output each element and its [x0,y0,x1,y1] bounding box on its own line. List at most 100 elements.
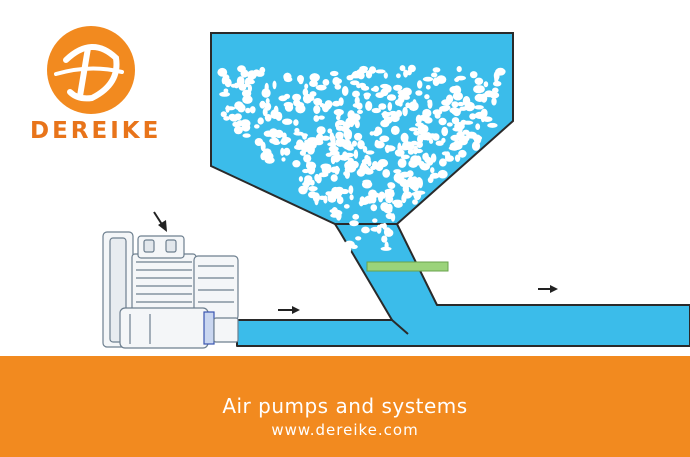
particle [347,116,356,123]
rotary-valve [366,261,449,272]
particle [313,105,321,114]
particle [264,114,272,122]
particle [496,68,504,74]
particle [390,125,400,135]
particle [432,67,441,73]
particle [439,158,447,167]
particle [454,154,461,162]
particle [400,132,409,143]
particle [281,157,286,162]
particle [352,213,360,220]
particle [340,188,349,195]
particle [343,143,354,150]
particle [399,65,406,72]
particle [361,180,373,189]
particle [396,73,401,79]
particle [333,153,341,162]
particle [229,115,239,122]
particle [385,144,390,154]
particle [280,147,285,156]
particle [236,76,245,86]
brand-name: DEREIKE [30,118,162,144]
particle [469,113,477,120]
particle [384,241,389,250]
particle [375,140,383,146]
particle [438,117,447,126]
particle [327,100,332,107]
particle [219,91,231,97]
particle [370,204,378,212]
particle [491,97,497,106]
particle [422,76,434,82]
particle [283,72,292,82]
particle [449,86,460,94]
particle [302,168,310,174]
particle [283,147,291,156]
particle [253,124,260,129]
footer-band [0,356,690,457]
flow-arrow-icon [538,285,558,293]
particle [375,69,386,74]
particle [237,65,246,73]
particle [313,115,320,122]
particle [437,169,448,179]
particle [295,104,306,114]
particle [335,211,342,221]
particle [411,176,419,186]
particle [330,135,336,145]
particle [344,132,352,140]
particle [382,169,391,178]
particle [370,165,377,170]
particle [349,220,359,227]
particle [343,204,350,209]
particle [318,195,326,200]
particle [418,178,423,189]
particle [313,98,323,106]
particle [413,190,422,201]
particle [452,91,463,101]
footer-url[interactable]: www.dereike.com [271,421,419,439]
particle [350,80,360,86]
particle [325,152,333,157]
particle [245,107,251,114]
particle [392,200,399,205]
particle [343,152,355,158]
particle [359,199,364,207]
particle [429,138,434,144]
particle [365,150,375,155]
particle [406,69,412,76]
particle [361,165,369,171]
particle [294,144,305,150]
particle [397,158,407,168]
particle [223,116,230,121]
particle [261,102,267,107]
particle [408,127,419,132]
particle [385,212,394,220]
particle [400,154,410,160]
footer-title: Air pumps and systems [222,394,468,418]
particle [370,226,381,232]
particle [329,70,339,77]
particle [267,153,274,158]
particle [308,186,318,192]
particle [415,90,423,96]
particle [383,116,393,124]
particle [331,186,340,197]
conveying-pipe [236,223,690,347]
particle [446,94,454,104]
particle [241,123,251,132]
particle [304,83,309,90]
particle [449,142,460,151]
particle [354,96,360,105]
particle [372,218,378,223]
particle [372,85,379,92]
particle [264,156,275,164]
particle [393,169,402,174]
particle [417,124,429,134]
particle [232,121,240,128]
particle [381,235,388,243]
particle [330,174,338,182]
particle [242,133,251,138]
particle [328,145,339,153]
particle [406,170,414,178]
